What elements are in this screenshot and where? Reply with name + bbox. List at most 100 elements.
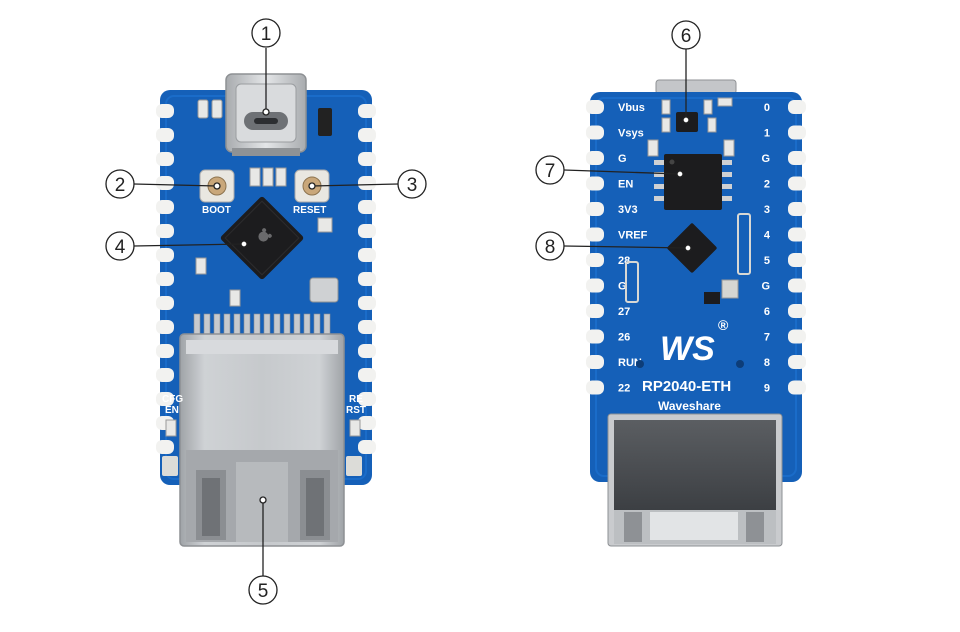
rj45-pin-row — [193, 313, 331, 337]
left-pin-label: G — [618, 153, 627, 165]
pad — [156, 320, 174, 334]
pad — [586, 227, 604, 242]
pad — [156, 368, 174, 382]
callout-3: 3 — [397, 169, 427, 199]
back-resistor-array — [625, 213, 751, 303]
pad — [586, 125, 604, 140]
pad — [586, 355, 604, 369]
pad — [586, 202, 604, 216]
pad — [156, 128, 174, 142]
left-pin-label: Vbus — [618, 102, 645, 114]
right-pin-label: 4 — [764, 230, 771, 242]
pad — [788, 176, 806, 191]
pad — [358, 200, 376, 214]
cfg-label: CFG — [162, 394, 183, 405]
crystal — [309, 277, 339, 303]
rj45-pin — [293, 313, 301, 337]
brand-name: Waveshare — [658, 399, 721, 413]
pad — [788, 304, 806, 318]
pad — [156, 200, 174, 214]
right-pin-label: 7 — [764, 332, 770, 344]
chip-leg — [654, 196, 664, 201]
reset-label: RESET — [293, 205, 326, 216]
rj45-pin — [213, 313, 221, 337]
pad — [156, 392, 174, 406]
pad — [358, 224, 376, 238]
rj45-pin — [313, 313, 321, 337]
chip-leg — [722, 160, 732, 165]
back-pcb — [590, 92, 802, 482]
pad — [358, 152, 376, 166]
pad — [788, 151, 806, 165]
back-rj45-jack — [607, 413, 783, 547]
rj45-pin — [233, 313, 241, 337]
left-pin-label: 22 — [618, 383, 630, 395]
callout-2: 2 — [105, 169, 135, 199]
callout-8-number: 8 — [545, 237, 556, 258]
left-pin-label: EN — [618, 179, 633, 191]
pad — [788, 253, 806, 267]
pad — [586, 329, 604, 344]
pad — [156, 296, 174, 310]
right-pin-label: 1 — [764, 128, 770, 140]
pad — [358, 296, 376, 310]
callout-5: 5 — [248, 575, 278, 605]
left-pin-label: VREF — [618, 230, 648, 242]
right-pin-label: G — [761, 281, 770, 293]
waveshare-logo-icon: WS ® — [660, 317, 729, 368]
rj45-pin — [283, 313, 291, 337]
pad — [358, 320, 376, 334]
rst-label: RST — [346, 405, 366, 416]
front-board: BOOT RESET — [156, 73, 376, 547]
callout-7-number: 7 — [545, 161, 556, 182]
left-pin-label: 3V3 — [618, 204, 638, 216]
pad — [358, 272, 376, 286]
callouts: 1 2 3 4 5 6 7 8 — [105, 18, 701, 605]
pad — [156, 248, 174, 262]
pad — [586, 176, 604, 191]
right-pin-label: 5 — [764, 255, 770, 267]
pad — [358, 104, 376, 118]
callout-1: 1 — [251, 18, 281, 48]
callout-2-number: 2 — [115, 175, 126, 196]
rj45-pin — [273, 313, 281, 337]
pad — [358, 128, 376, 142]
right-pin-label: 3 — [764, 204, 770, 216]
rj45-pin — [203, 313, 211, 337]
chip-leg — [722, 196, 732, 201]
chip-leg — [654, 160, 664, 165]
chip-leg — [654, 184, 664, 189]
callout-8: 8 — [535, 231, 565, 261]
pad — [788, 125, 806, 140]
flash-chip — [654, 154, 732, 210]
chip-leg — [722, 184, 732, 189]
pad — [586, 151, 604, 165]
pad — [586, 253, 604, 267]
front-castellated-pads — [156, 104, 376, 454]
callout-6-number: 6 — [681, 26, 692, 47]
pad — [586, 304, 604, 318]
pad — [586, 100, 604, 114]
pad — [156, 224, 174, 238]
pad — [358, 248, 376, 262]
pad — [358, 176, 376, 190]
pad — [156, 152, 174, 166]
pad — [358, 344, 376, 358]
callout-4-number: 4 — [115, 237, 126, 258]
left-pin-label: 28 — [618, 255, 630, 267]
board-name: RP2040-ETH — [642, 378, 731, 395]
right-pin-label: 6 — [764, 306, 770, 318]
pad — [788, 227, 806, 242]
right-pin-label: 9 — [764, 383, 770, 395]
pad — [586, 380, 604, 395]
rj45-pin — [253, 313, 261, 337]
rj45-pin — [323, 313, 331, 337]
chip-leg — [722, 172, 732, 177]
left-pin-label: Vsys — [618, 128, 644, 140]
re-label: RE — [349, 394, 363, 405]
rj45-jack[interactable] — [179, 333, 345, 547]
chip-leg — [654, 172, 664, 177]
left-pin-label: G — [618, 281, 627, 293]
raspberry-logo-icon — [258, 228, 272, 242]
